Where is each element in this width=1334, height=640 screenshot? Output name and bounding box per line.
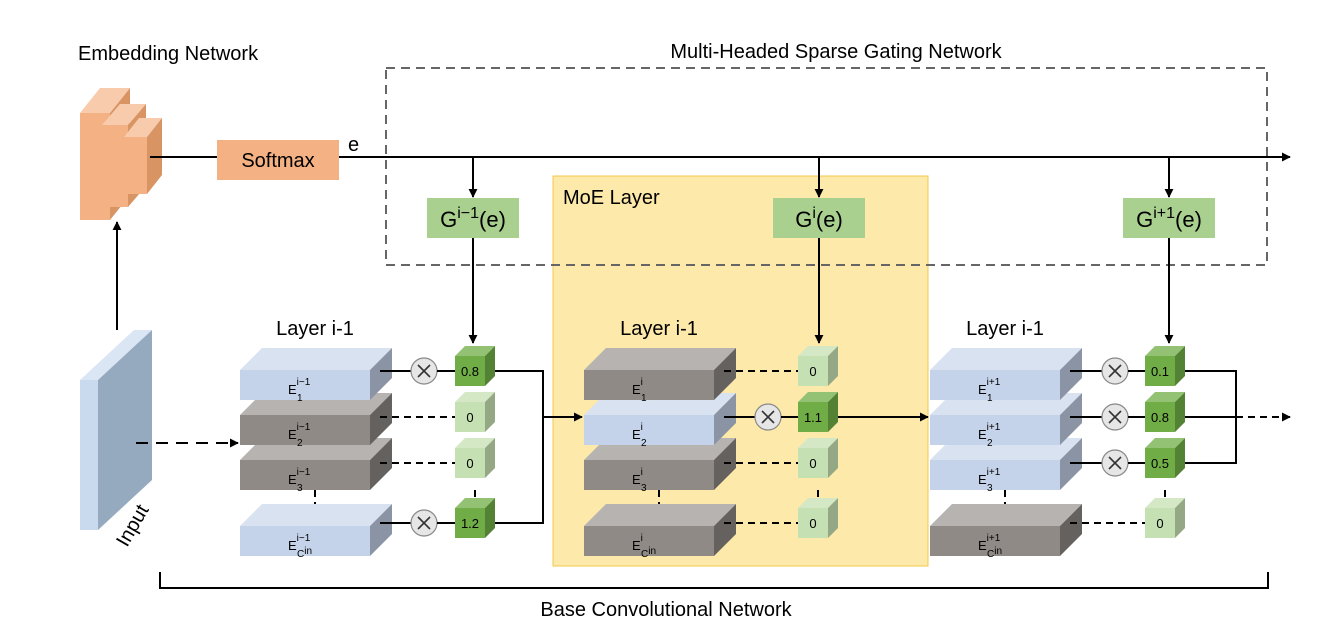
layer-3-weight-1-value: 0.1 — [1151, 364, 1169, 379]
layer-2-weight-2: 1.1 — [798, 392, 838, 432]
layer-1-weight-1-value: 0.8 — [461, 364, 479, 379]
gate-3-label: Gi+1(e) — [1136, 205, 1202, 232]
layer-1-weight-2: 0 — [455, 392, 495, 432]
layer-3-multiply-1 — [1101, 357, 1129, 385]
embedding-network-title: Embedding Network — [78, 43, 259, 65]
gate-3 — [1123, 198, 1215, 238]
layer-1-multiply-4 — [410, 509, 438, 537]
gate-2-label: Gi(e) — [795, 205, 843, 232]
gating-network-region — [385, 67, 1268, 266]
layer-3-weight-3: 0.5 — [1145, 438, 1185, 478]
layer-3-weight-4-value: 0 — [1156, 516, 1163, 531]
embedding-network-blocks — [80, 88, 162, 220]
layer-1-multiply-1 — [410, 357, 438, 385]
layer-3-multiply-3 — [1101, 449, 1129, 477]
layer-2-weight-3: 0 — [798, 438, 838, 478]
layer-2-weight-1-value: 0 — [809, 364, 816, 379]
layer-3-weight-2-value: 0.8 — [1151, 410, 1169, 425]
layer-title-1: Layer i-1 — [276, 318, 354, 340]
layer-title-3: Layer i-1 — [966, 318, 1044, 340]
layer-1-output-bracket — [495, 370, 544, 524]
embedding-vector-label: e — [348, 134, 359, 156]
layer-2-weight-3-value: 0 — [809, 456, 816, 471]
gate-1-label: Gi−1(e) — [440, 205, 506, 232]
layer-title-2: Layer i-1 — [620, 318, 698, 340]
layer-2-weight-2-value: 1.1 — [804, 410, 822, 425]
layer-2-weight-4: 0 — [798, 498, 838, 538]
softmax-label: Softmax — [241, 150, 314, 172]
softmax-box — [217, 140, 339, 180]
layer-1-weight-1: 0.8 — [455, 346, 495, 386]
base-network-bracket — [159, 572, 1269, 589]
layer-3-weight-3-value: 0.5 — [1151, 456, 1169, 471]
gate-1 — [427, 198, 519, 238]
layer-1-weight-2-value: 0 — [466, 410, 473, 425]
layer-3-weight-1: 0.1 — [1145, 346, 1185, 386]
layer-3-multiply-2 — [1101, 403, 1129, 431]
layer-1-weight-4: 1.2 — [455, 498, 495, 538]
layer-1-weight-4-value: 1.2 — [461, 516, 479, 531]
layer-2-multiply-2 — [754, 403, 782, 431]
layer-3-weight-4: 0 — [1145, 498, 1185, 538]
gating-network-title: Multi-Headed Sparse Gating Network — [670, 41, 1002, 63]
moe-layer-title: MoE Layer — [563, 187, 660, 209]
layer-3-weight-2: 0.8 — [1145, 392, 1185, 432]
layer-2-weight-1: 0 — [798, 346, 838, 386]
gate-2 — [773, 198, 865, 238]
layer-1-weight-3-value: 0 — [466, 456, 473, 471]
base-network-title: Base Convolutional Network — [540, 599, 792, 621]
layer-2-weight-4-value: 0 — [809, 516, 816, 531]
input-block — [80, 330, 152, 530]
layer-1-weight-3: 0 — [455, 438, 495, 478]
